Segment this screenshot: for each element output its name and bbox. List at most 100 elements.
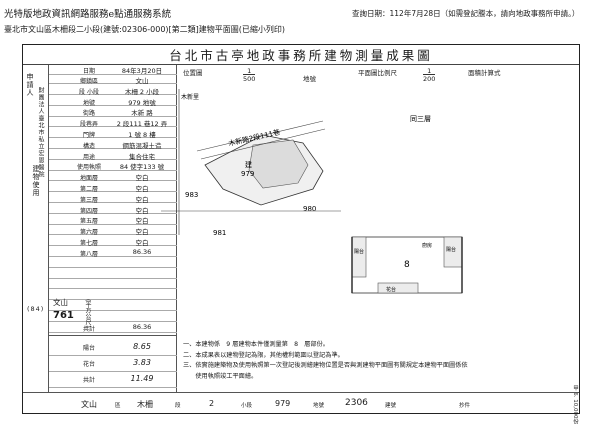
note-line-1: 一、本建物係 9 層建物本件僅測量第 8 層部份。	[183, 341, 329, 348]
bottom-section-unit: 段	[175, 403, 181, 409]
plan-unit-label: 面積計算式	[468, 69, 501, 77]
row-key: 共計	[82, 326, 95, 334]
table-row	[49, 291, 177, 301]
table-row: 第二層空白	[49, 183, 177, 193]
lot-981: 981	[213, 229, 226, 237]
applicant-text: 財團法人臺北市私立宏恩醫院	[37, 87, 44, 178]
table-row: 第五層空白	[49, 215, 177, 226]
left-vertical-column: 申請人 財團法人臺北市私立宏恩醫院 建物使用 (84)	[23, 65, 49, 392]
table-row: 第三層空白	[49, 194, 177, 204]
location-scale-numerator: 1	[247, 67, 252, 75]
code-number: 761	[53, 310, 74, 321]
location-map: 木新里 木新路2段111巷 建 979 983 980 981	[161, 89, 341, 237]
row-value: 空白	[135, 228, 149, 237]
table-row: 第六層 空白	[49, 226, 177, 237]
table-row	[49, 269, 177, 279]
building-footprint	[248, 139, 309, 189]
plan-scale-label: 平面圖比例尺	[358, 69, 397, 77]
bottom-subsection-unit: 小段	[241, 403, 253, 409]
note-line-3: 三、依實施建築物及使用執照第一次登記後測繪建物位置是否與測建物平面圖有關規定本建…	[183, 362, 468, 369]
attached-value: 3.83	[133, 358, 151, 367]
lot-main: 979	[241, 170, 254, 178]
table-row: 使用執照 84 使字133 號	[49, 161, 177, 172]
row-value: 木柵 2 小段	[124, 87, 160, 96]
attached-key: 花台	[82, 361, 95, 368]
row-key: 第六層	[79, 229, 98, 237]
note-line-4: 使用執照竣工平面繪。	[183, 372, 258, 380]
table-row: 段 小段 木柵 2 小段	[49, 86, 177, 96]
row-key: 門牌	[82, 132, 95, 139]
bottom-lot: 979	[275, 399, 291, 408]
form-code: 甲 6. 10,000份	[572, 385, 578, 424]
bottom-lot-unit: 地號	[313, 403, 325, 409]
row-value: 979 地號	[128, 98, 156, 107]
row-value: 文山	[135, 77, 149, 85]
survey-date-label: 日期	[82, 68, 95, 75]
attached-key: 陽台	[82, 345, 95, 352]
attached-key: 共計	[82, 377, 95, 384]
table-row: 街路木新 路	[49, 107, 177, 117]
code-district: 文山	[53, 298, 68, 307]
row-value: 集合住宅	[129, 152, 155, 161]
code-label: (84)	[27, 305, 45, 313]
table-row	[49, 280, 177, 290]
table-row	[49, 302, 177, 311]
plan-flowerbed	[377, 282, 419, 294]
bottom-section: 木柵	[137, 400, 153, 409]
table-row	[49, 259, 177, 268]
row-value: 空白	[135, 239, 149, 247]
plan-room-label-4: 陽台	[446, 246, 456, 253]
bottom-bldg-no: 2306	[345, 398, 368, 408]
row-value: 84 使字133 號	[119, 163, 165, 172]
row-key: 鄉鎮區	[79, 78, 98, 85]
attached-row: 花台 3.83	[49, 358, 177, 372]
row-key: 地號	[82, 99, 95, 107]
row-value: 2 段111 巷12 弄	[116, 120, 168, 129]
table-row	[49, 313, 177, 322]
row-key: 第七層	[79, 240, 98, 247]
attached-row: 共計 11.49	[49, 374, 177, 388]
bottom-district-unit: 區	[115, 403, 121, 409]
bottom-subsection: 2	[209, 399, 215, 408]
attached-value: 11.49	[130, 374, 154, 383]
applicant-label: 申請人	[26, 73, 34, 97]
table-row: 段巷弄 2 段111 巷12 弄	[49, 118, 177, 129]
row-key: 第三層	[79, 196, 98, 204]
row-key: 段巷弄	[79, 121, 98, 129]
floor-plan: 同三層 8 陽台 花台 廚房 陽台	[351, 115, 463, 294]
table-row: 地面層空白	[49, 172, 177, 182]
query-date: 查詢日期：112年7月28日（如需登記謄本，請向地政事務所申請。）	[352, 9, 580, 18]
bottom-index-row: 文山 區 木柵 段 2 小段 979 地號 2306 建號 抄件	[23, 392, 579, 415]
row-key: 用途	[82, 153, 95, 161]
row-key: 段 小段	[79, 88, 99, 96]
survey-date: 84年3月20日	[121, 67, 163, 75]
location-scale-label: 位置圖	[183, 69, 203, 77]
row-value: 1 號 8 樓	[128, 131, 156, 139]
row-value: 空白	[135, 185, 149, 193]
row-key: 第八層	[79, 250, 98, 258]
table-row: 地號 979 地號	[49, 97, 177, 107]
table-row: 第四層空白	[49, 205, 177, 215]
table-row: 用途 集合住宅	[49, 151, 177, 161]
unit-label: (平方公尺)	[84, 299, 91, 328]
plan-north-label: 同三層	[410, 115, 431, 123]
row-key: 第四層	[79, 207, 98, 215]
survey-title: 台北市古亭地政事務所建物測量成果圖	[23, 45, 579, 65]
table-row: 鄉鎮區 文山	[49, 75, 177, 85]
row-value: 空白	[135, 217, 149, 226]
bottom-copy-label: 抄件	[459, 403, 471, 409]
survey-date-row: 日期 84年3月20日	[49, 65, 177, 75]
plan-scale-numerator: 1	[427, 67, 432, 75]
row-key: 使用執照	[76, 164, 101, 172]
lot-983: 983	[185, 191, 198, 199]
row-key: 構造	[82, 142, 95, 150]
row-value: 鋼筋混凝土造	[122, 141, 162, 150]
building-use-label: 建物使用	[32, 165, 40, 197]
bldg-label: 木新里	[181, 93, 199, 101]
document-caption: 臺北市文山區木柵段二小段(建號:02306-000)[第二類]建物平面圖(已縮小…	[4, 25, 286, 34]
